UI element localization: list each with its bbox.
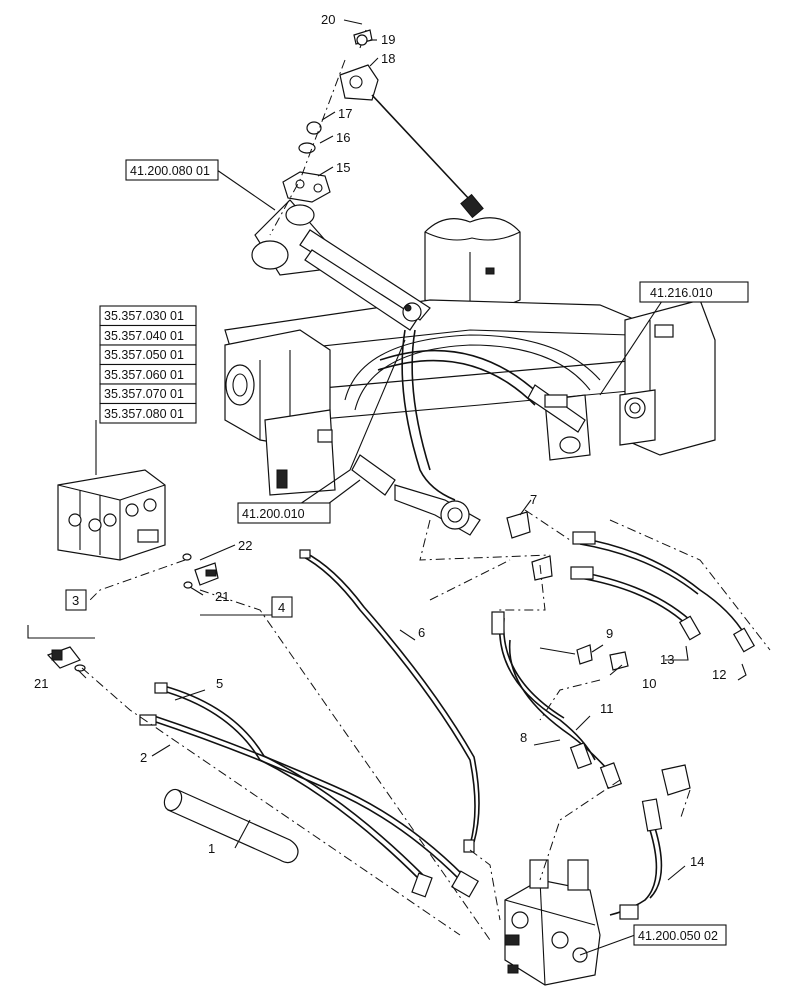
callout-1: 1 [208,841,215,856]
ref-valve: 41.200.050 02 [638,929,718,943]
ref-list-item: 35.357.030 01 [104,309,184,323]
callout-2: 2 [140,750,147,765]
axle-frame [224,217,716,496]
bottom-valve-block [504,859,601,986]
callout-15: 15 [336,160,350,175]
callout-8: 8 [520,730,527,745]
ref-list-item: 35.357.040 01 [104,329,184,343]
callout-10: 10 [642,676,656,691]
control-valve-block [57,469,166,561]
reference-boxes [65,159,749,946]
callout-21: 21 [215,589,229,604]
callout-16: 16 [336,130,350,145]
callout-11: 11 [600,701,614,716]
callout-4: 4 [278,600,285,615]
reference-labels: 41.200.080 01 41.216.010 41.200.010 41.2… [104,164,718,943]
callout-6: 6 [418,625,425,640]
callout-14: 14 [690,854,704,869]
ref-list-item: 35.357.070 01 [104,387,184,401]
fitting-parts [46,511,691,796]
callout-12: 12 [712,667,726,682]
connection-lines [81,59,771,941]
ref-frame: 41.216.010 [650,286,713,300]
frame-hoses [351,329,586,536]
callout-3: 3 [72,593,79,608]
cylinder-mount-parts [282,121,331,203]
callout-19: 19 [381,32,395,47]
ref-list-item: 35.357.080 01 [104,407,184,421]
callout-22: 22 [238,538,252,553]
callout-5: 5 [216,676,223,691]
hose-assemblies [139,531,756,920]
position-sensor [339,29,484,219]
callout-labels: 20 19 18 17 16 15 7 22 21 3 4 6 9 21 10 … [34,12,726,869]
steering-cylinder [251,199,431,331]
callout-18: 18 [381,51,395,66]
ref-axle: 41.200.010 [242,507,305,521]
ref-list-item: 35.357.050 01 [104,348,184,362]
ref-list-item: 35.357.060 01 [104,368,184,382]
callout-9: 9 [606,626,613,641]
callout-17: 17 [338,106,352,121]
callout-20: 20 [321,12,335,27]
callout-21: 21 [34,676,48,691]
ref-cylinder: 41.200.080 01 [130,164,210,178]
callout-13: 13 [660,652,674,667]
callout-7: 7 [530,492,537,507]
